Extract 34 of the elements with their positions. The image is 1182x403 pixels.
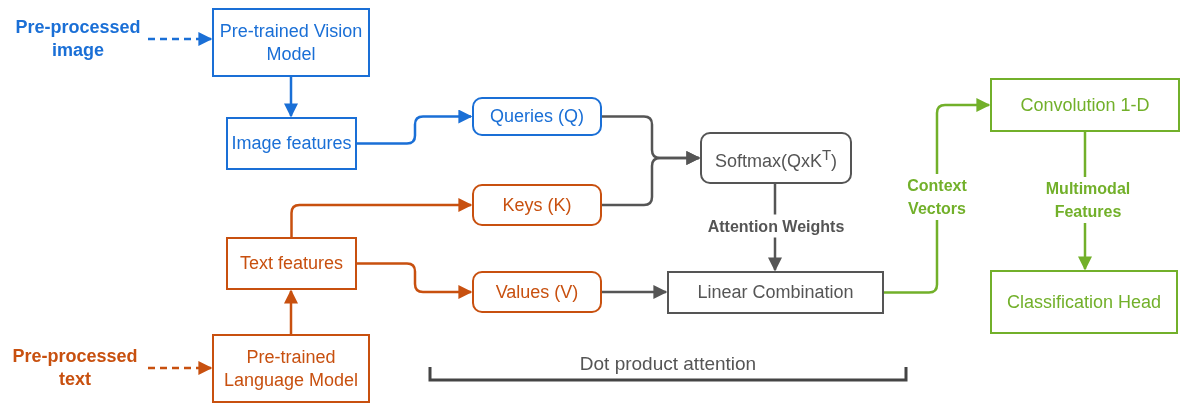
rounded-box — [472, 184, 602, 226]
process-box — [990, 270, 1178, 334]
rounded-box — [472, 97, 602, 136]
arrow — [602, 151, 701, 207]
node-label: Linear Combination — [697, 281, 854, 304]
process-box — [667, 271, 884, 314]
arrow — [602, 285, 668, 299]
node-label: Values (V) — [495, 280, 579, 304]
arrow — [148, 32, 213, 46]
process-box — [212, 8, 370, 77]
process-box — [990, 78, 1180, 132]
input-label: Pre-processed text — [11, 345, 139, 391]
node-label: Queries (Q) — [490, 105, 584, 128]
bracket-label: Dot product attention — [578, 352, 758, 376]
arrow — [148, 361, 213, 375]
node-label: Image features — [231, 132, 352, 155]
node-label: Classification Head — [1006, 290, 1162, 314]
process-box — [226, 117, 357, 170]
node-label: Convolution 1-D — [1020, 93, 1150, 117]
rounded-box — [472, 271, 602, 313]
arrow — [290, 198, 473, 237]
node-label: Softmax(QxK$^{T}$) — [714, 145, 838, 173]
process-box — [226, 237, 357, 290]
node-label: Text features — [239, 252, 344, 275]
rounded-box — [700, 132, 852, 184]
node-label: Pre-trained Language Model — [222, 345, 360, 392]
arrow — [357, 109, 473, 145]
node-label: Keys (K) — [502, 193, 572, 217]
input-label: Pre-processed image — [14, 16, 142, 62]
node-label: Pre-trained Vision Model — [218, 19, 364, 66]
arrow — [357, 262, 473, 299]
process-box — [212, 334, 370, 403]
arrow — [284, 77, 298, 118]
arrow — [284, 289, 298, 334]
